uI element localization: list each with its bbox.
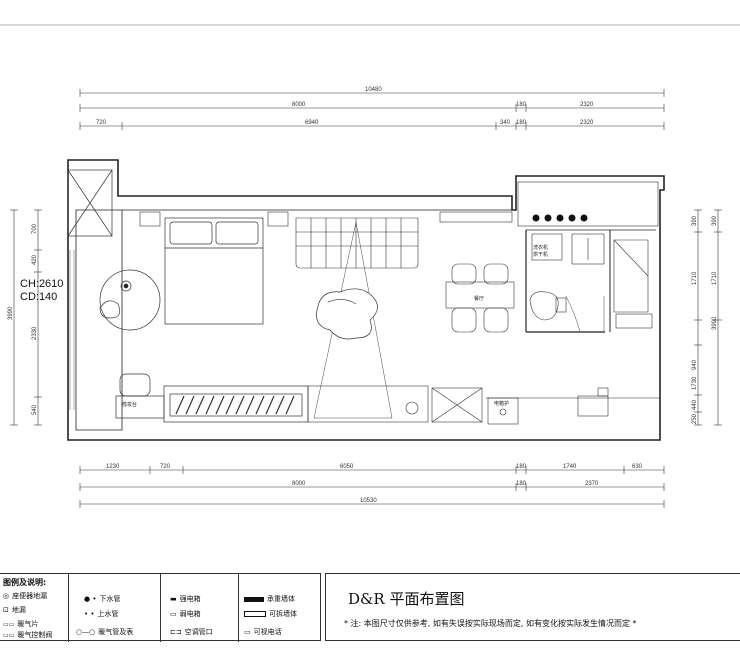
legend-title: 图例及说明:: [3, 578, 47, 587]
nightstand-right: [267, 211, 289, 227]
dim-right-d: 1730: [692, 376, 698, 390]
dim-right-outer-a: 390: [712, 215, 718, 226]
dim-top-row3-e: 2320: [580, 120, 594, 126]
strong-box-icon: ▬: [170, 595, 177, 603]
dim-right-f: 250: [692, 413, 698, 424]
ceiling-depth: CD:140: [20, 291, 58, 303]
label-dining: 餐厅: [474, 295, 484, 302]
label-electric-box: 电箱护: [494, 400, 509, 407]
dim-left-a: 700: [32, 223, 38, 234]
tv-cabinet: [307, 385, 519, 425]
dim-right-e: 440: [692, 399, 698, 410]
removable-wall-icon: [244, 611, 266, 617]
legend-item-5: • •上水管: [84, 610, 119, 618]
ac-outlet-icon: ⊏⊐: [170, 628, 182, 636]
title-block: D&R 平面布置图 * 注: 本图尺寸仅供参考, 如有失误按实际现场而定, 如有…: [325, 573, 740, 641]
legend-item-9: ⊏⊐空调管口: [170, 628, 213, 636]
coffee-table: [316, 288, 378, 340]
sofa: [295, 217, 419, 269]
kitchen-burners: [532, 214, 588, 222]
dim-left-d: 540: [32, 404, 38, 415]
legend-item-12: ▭可视电话: [244, 628, 282, 636]
dim-top-row3-d: 180: [516, 120, 527, 126]
legend-item-10: 承重墙体: [244, 594, 295, 604]
dim-bottom-row2-c: 2370: [585, 481, 599, 487]
right-dimensions: [694, 209, 722, 426]
legend-item-1: ⊡地漏: [3, 606, 26, 614]
window-box: [67, 169, 113, 237]
dim-bottom-total: 10530: [360, 498, 377, 504]
dim-bottom-row2-b: 180: [516, 481, 527, 487]
label-desk: 梳妆台: [122, 401, 137, 408]
dim-top-row3-b: 6940: [305, 120, 319, 126]
kitchen-counter: [517, 181, 659, 227]
dining-table: [445, 263, 515, 333]
legend-area: 图例及说明: ◎座便器地漏 ⊡地漏 ▭▭暖气片 ▭▭暖气控制阀 ● •下水管 •…: [0, 573, 740, 656]
ceiling-height: CH:2610: [20, 278, 64, 290]
down-pipe-icon: ● •: [84, 595, 97, 603]
drawing-title: D&R 平面布置图: [348, 590, 465, 608]
top-dimensions: [79, 89, 665, 130]
dim-top-row3-c: 340: [500, 120, 511, 126]
heating-pipe-icon: ○—○: [76, 628, 96, 636]
dim-bottom-row1-f: 630: [632, 464, 643, 470]
legend-item-8: ▭弱电箱: [170, 610, 201, 618]
left-window: [69, 250, 75, 410]
dim-bottom-row1-b: 720: [160, 464, 171, 470]
drawing-note: * 注: 本图尺寸仅供参考, 如有失误按实际现场而定, 如有变化按实际发生情况而…: [344, 619, 637, 628]
round-table: [99, 269, 161, 331]
dim-bottom-row1-d: 180: [516, 464, 527, 470]
floor-drain-icon: ◎: [3, 592, 10, 600]
legend-item-6: ○—○暖气管及表: [76, 628, 134, 636]
dim-left-c: 2330: [32, 326, 38, 340]
radiator-icon: ▭▭: [3, 620, 15, 628]
phone-icon: ▭: [244, 628, 251, 636]
dim-right-outer-c: 3990: [712, 316, 718, 330]
left-dimensions: [10, 209, 42, 426]
drain-icon: ⊡: [3, 606, 9, 614]
dim-left-b: 420: [32, 254, 38, 265]
legend-item-0: ◎座便器地漏: [3, 592, 48, 600]
dim-bottom-row1-a: 1230: [106, 464, 120, 470]
dim-top-row2-a: 8000: [292, 102, 306, 108]
wardrobe-hangers: [175, 395, 295, 415]
entry-cabinet: [577, 387, 609, 417]
dim-top-row2-c: 2320: [580, 102, 594, 108]
legend-item-11: 可拆墙体: [244, 609, 297, 619]
dim-right-outer-b: 1710: [712, 271, 718, 285]
wardrobe: [163, 385, 309, 423]
legend-item-2: ▭▭暖气片: [3, 620, 39, 628]
bed: [164, 217, 264, 325]
dim-left-outer: 3990: [8, 306, 14, 320]
nightstand-left: [139, 211, 161, 227]
legend-box: 图例及说明: ◎座便器地漏 ⊡地漏 ▭▭暖气片 ▭▭暖气控制阀 ● •下水管 •…: [0, 573, 321, 642]
bathroom-door-arc: [565, 295, 605, 333]
legend-item-4: ● •下水管: [84, 595, 121, 603]
bearing-wall-icon: [244, 596, 264, 602]
dim-right-b: 1710: [692, 271, 698, 285]
dim-right-c: 940: [692, 359, 698, 370]
legend-item-3: ▭▭暖气控制阀: [3, 631, 53, 639]
dim-bottom-row2-a: 8000: [292, 481, 306, 487]
bathroom-fixtures: [529, 233, 653, 329]
dim-bottom-row1-e: 1740: [563, 464, 577, 470]
label-dryer: 烘干机: [533, 251, 548, 258]
weak-box-icon: ▭: [170, 610, 177, 618]
dim-top-row2-b: 180: [516, 102, 527, 108]
up-pipe-icon: • •: [84, 610, 95, 618]
label-washer: 洗衣机: [533, 244, 548, 251]
bottom-dimensions: [79, 466, 665, 508]
dim-top-row3-a: 720: [96, 120, 107, 126]
desk: [115, 373, 165, 419]
dim-top-total: 10480: [365, 87, 382, 93]
dining-cabinet: [439, 211, 513, 223]
dim-bottom-row1-c: 6050: [340, 464, 354, 470]
legend-item-7: ▬强电箱: [170, 595, 201, 603]
radiator-valve-icon: ▭▭: [3, 631, 15, 639]
dim-right-a: 390: [692, 215, 698, 226]
